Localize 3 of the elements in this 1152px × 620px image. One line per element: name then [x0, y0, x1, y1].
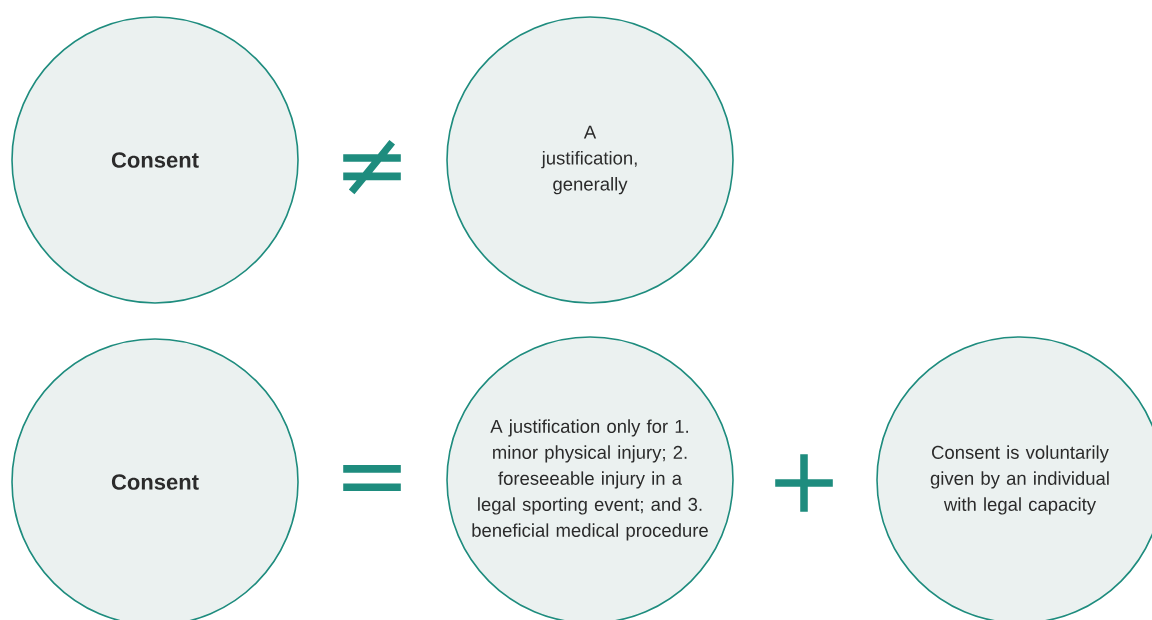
operator-symbol: + [775, 454, 833, 512]
operator-symbol: = [343, 465, 401, 492]
operator-symbol: ≠ [343, 140, 401, 195]
